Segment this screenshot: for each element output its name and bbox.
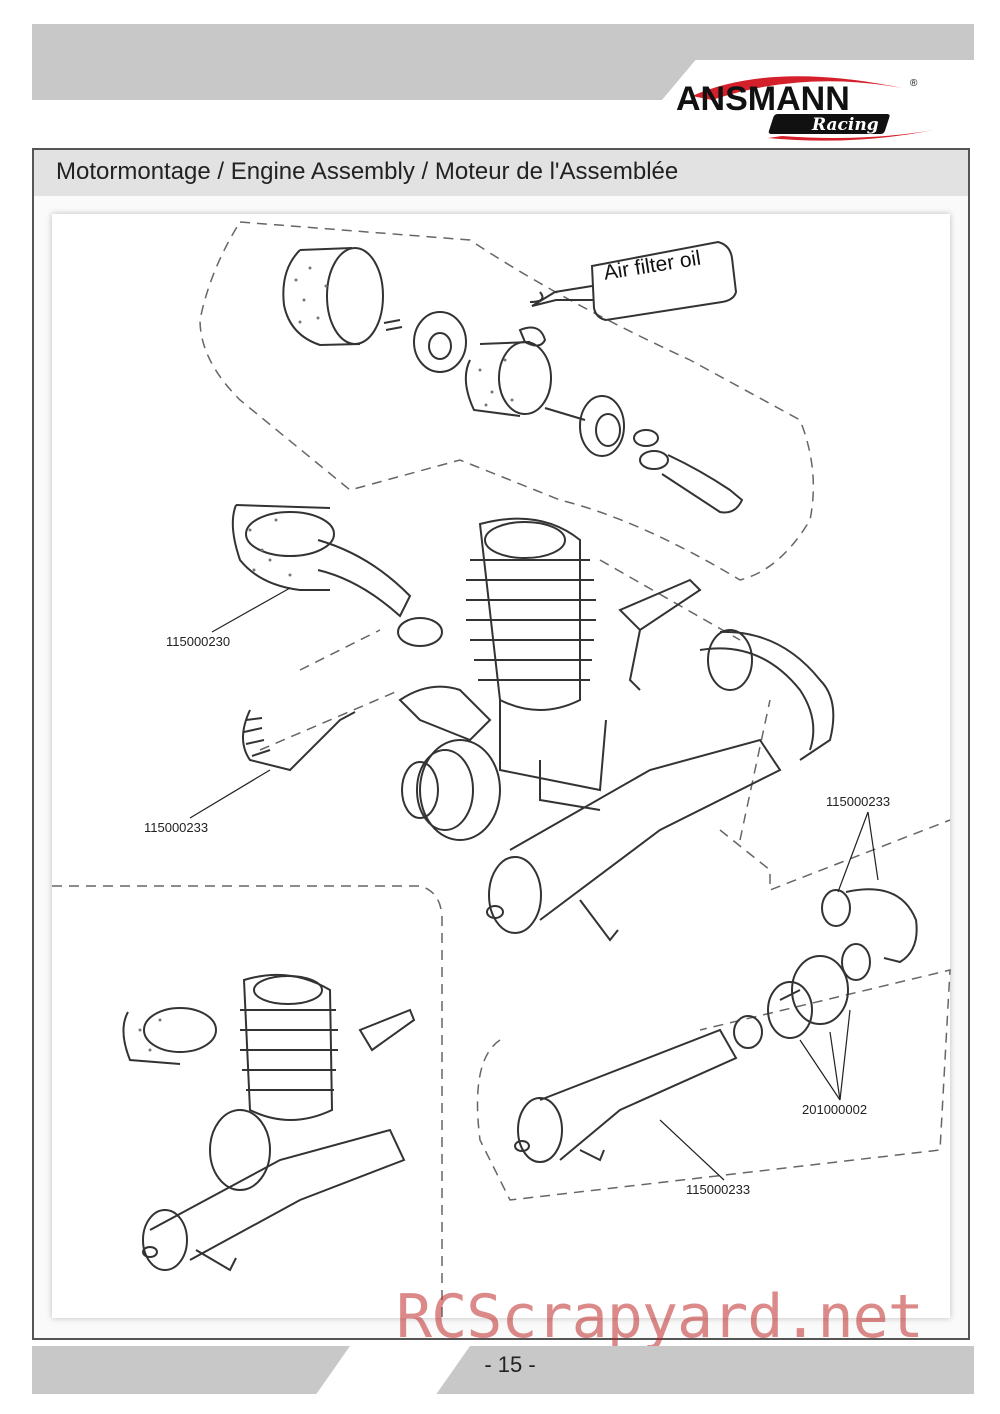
part-number-label: 115000233 <box>686 1182 751 1197</box>
air-filter-exploded <box>282 247 744 514</box>
leader-lines <box>189 587 879 1181</box>
exhaust-exploded <box>514 888 918 1163</box>
dashed-group-outlines <box>52 221 951 1318</box>
part-number-label: 201000002 <box>802 1102 868 1117</box>
svg-text:®: ® <box>910 78 918 89</box>
engine-assembled <box>122 973 416 1272</box>
section-title-bar: Motormontage / Engine Assembly / Moteur … <box>32 148 970 199</box>
logo-racing-text: Racing <box>811 115 879 135</box>
part-number-label: 115000233 <box>826 794 891 809</box>
logo-brand-text: ANSMANN <box>676 80 850 118</box>
exhaust-main <box>486 629 835 942</box>
footer-band <box>32 1346 974 1394</box>
ansmann-racing-logo: ANSMANN ® Racing <box>676 76 934 141</box>
page-title: Motormontage / Engine Assembly / Moteur … <box>56 158 679 185</box>
oil-bottle-icon <box>531 240 738 322</box>
page-number: - 15 - <box>484 1352 536 1377</box>
part-number-label: 115000233 <box>144 820 209 835</box>
watermark: RCScrapyard.net <box>396 1282 924 1352</box>
part-number-label: 115000230 <box>166 634 231 649</box>
engine-main <box>231 504 702 841</box>
